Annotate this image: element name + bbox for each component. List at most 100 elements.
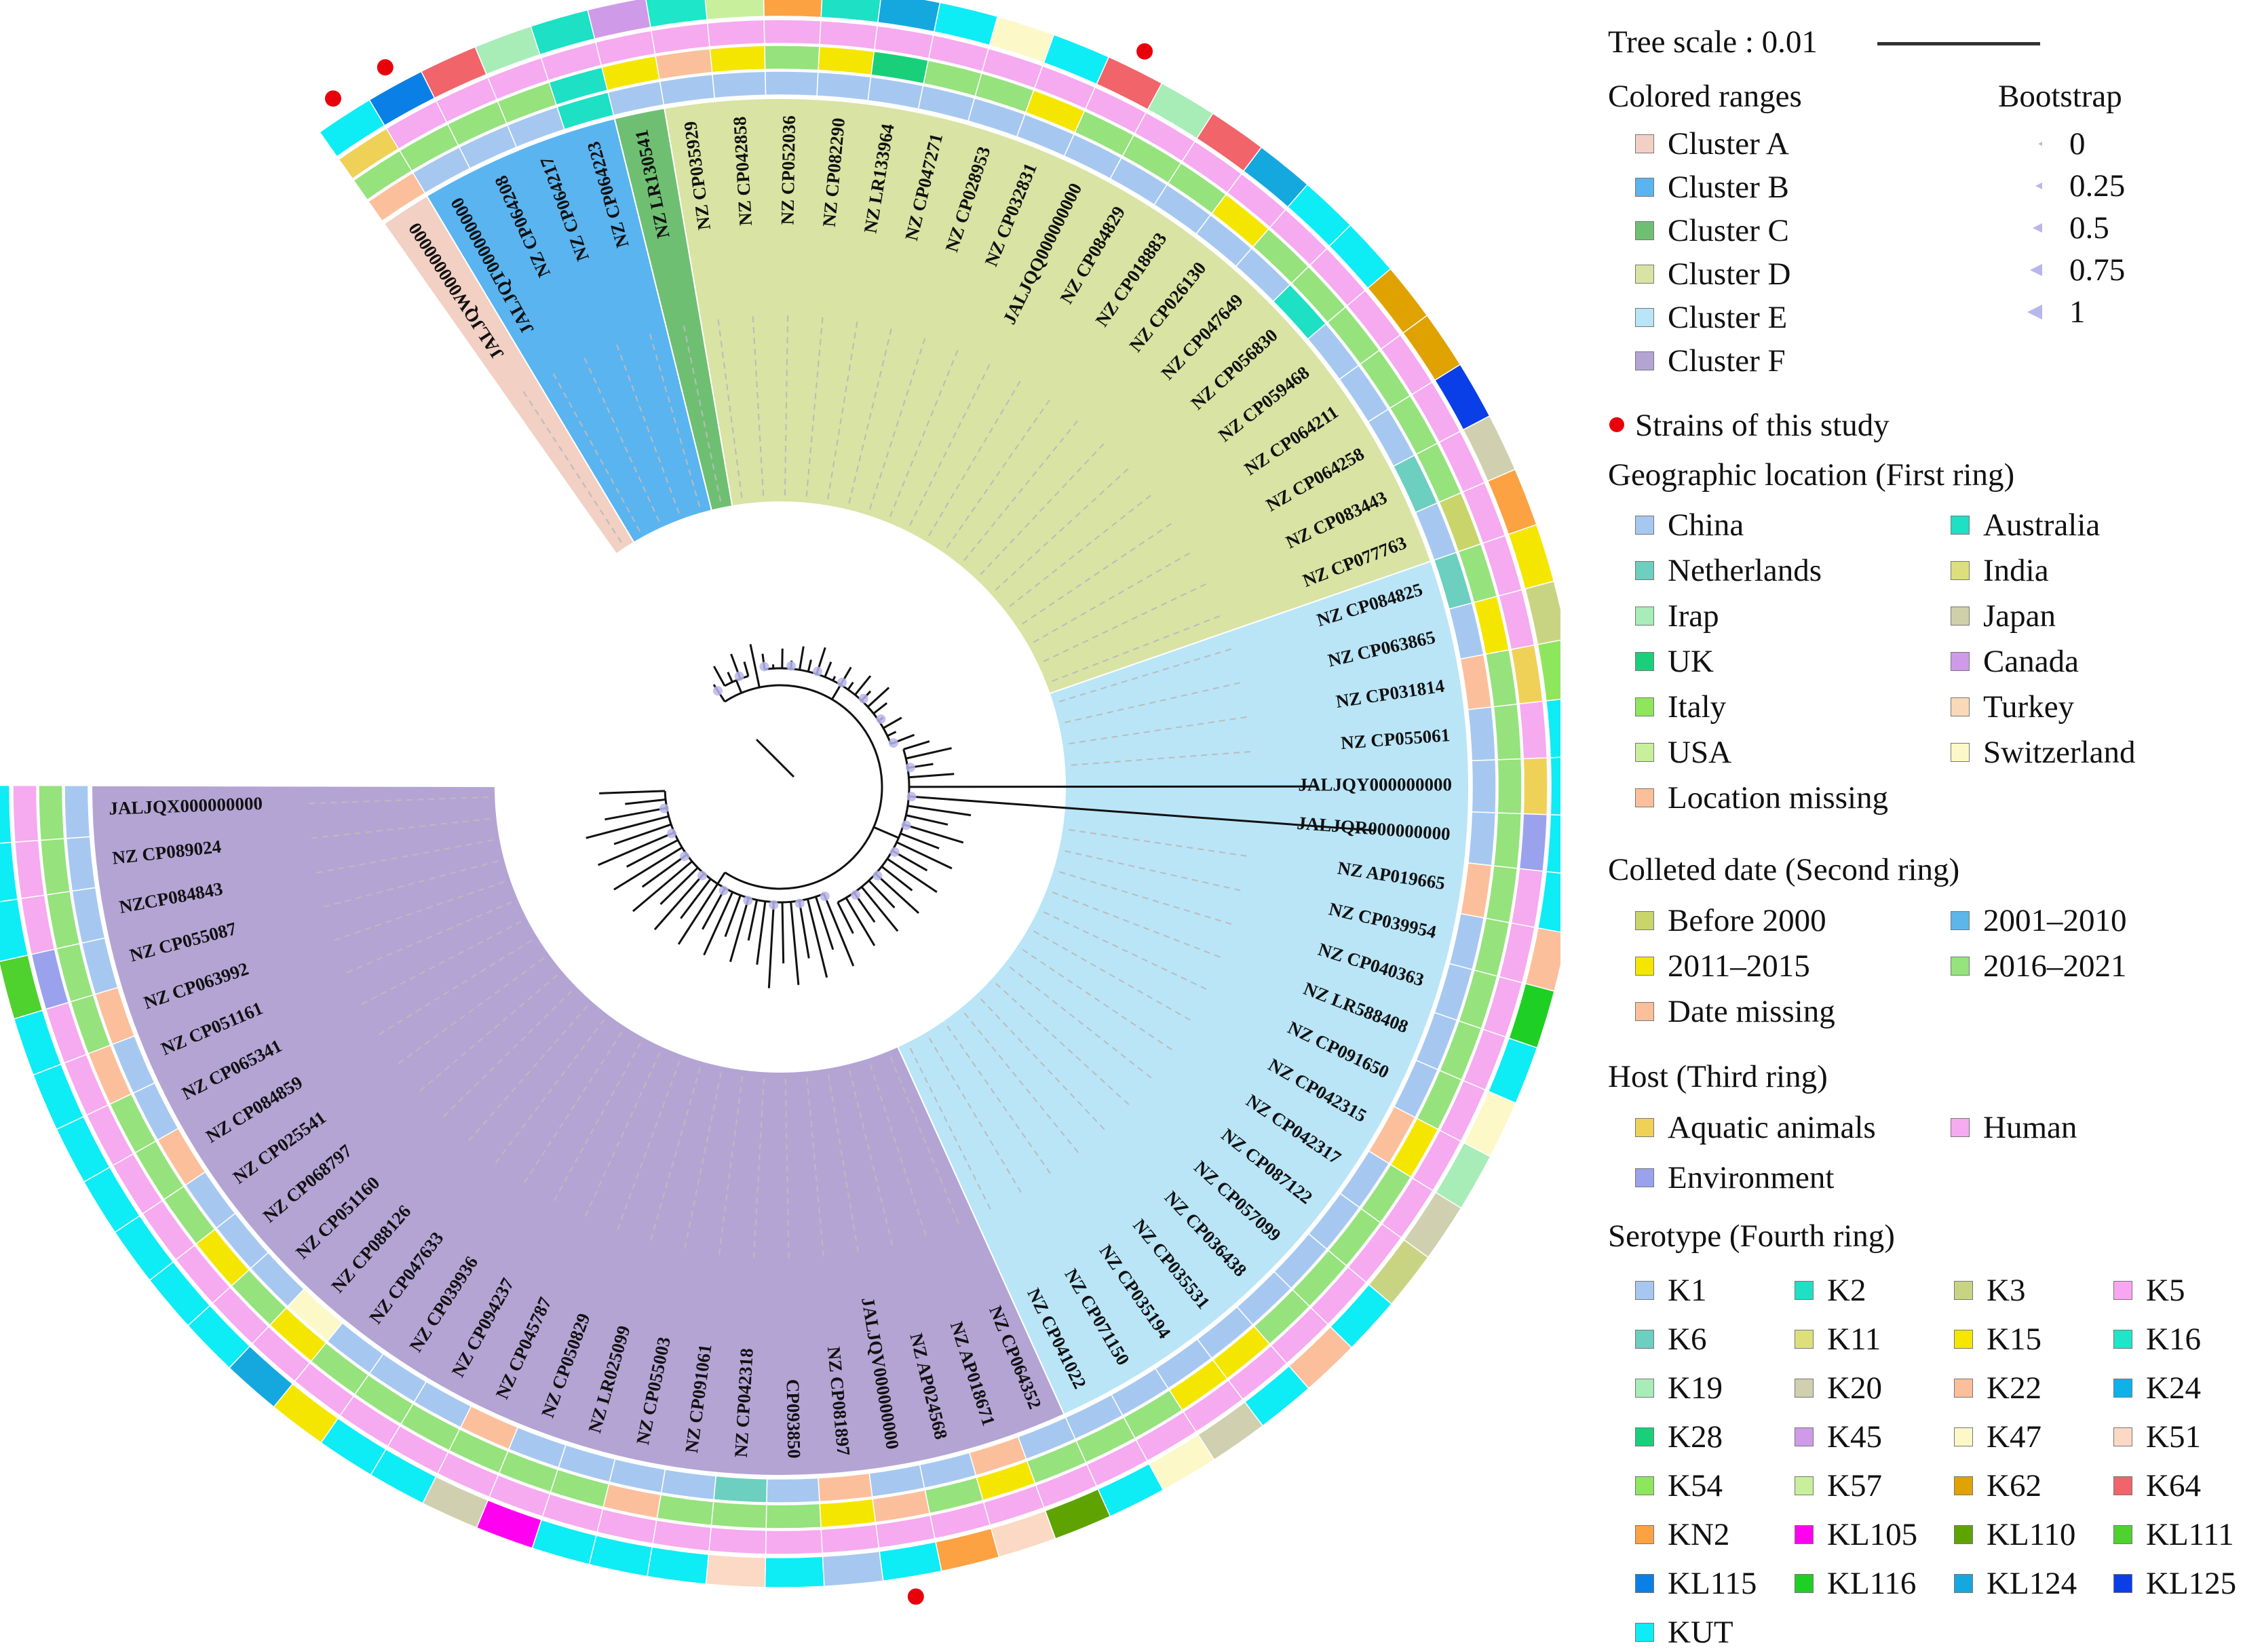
legend-label: KL125 bbox=[2146, 1566, 2237, 1601]
branch bbox=[860, 886, 899, 932]
ring-cell-serotype bbox=[645, 0, 708, 28]
legend-title-serotype: Serotype (Fourth ring) bbox=[1608, 1218, 1895, 1254]
legend-label: Japan bbox=[1983, 598, 2056, 634]
bootstrap-marker-icon bbox=[2035, 183, 2042, 189]
legend-title-geographic: Geographic location (First ring) bbox=[1608, 457, 2015, 493]
branch bbox=[713, 666, 726, 687]
legend-label: K54 bbox=[1668, 1468, 1723, 1503]
ring-cell-geographic bbox=[65, 836, 96, 892]
ring-cell-date bbox=[38, 784, 65, 841]
branch bbox=[598, 831, 675, 866]
guide-line bbox=[522, 1031, 623, 1187]
guide-line bbox=[980, 998, 1107, 1133]
legend-label: KL105 bbox=[1827, 1517, 1918, 1552]
legend-swatch bbox=[1951, 516, 1970, 535]
guide-line bbox=[1058, 647, 1235, 703]
branch bbox=[903, 823, 964, 844]
branch bbox=[896, 841, 953, 870]
bootstrap-marker bbox=[837, 677, 847, 687]
legend-label: K62 bbox=[1987, 1468, 2041, 1503]
legend-swatch bbox=[1954, 1525, 1973, 1544]
study-strain-icon bbox=[1609, 417, 1624, 432]
ring-cell-host bbox=[1522, 757, 1548, 815]
guide-line bbox=[440, 991, 573, 1120]
legend-swatch bbox=[1635, 1525, 1654, 1544]
branch bbox=[847, 681, 854, 691]
guide-line bbox=[465, 1005, 588, 1145]
legend-swatch bbox=[1951, 911, 1970, 930]
legend-label: 0.5 bbox=[2069, 210, 2109, 246]
branch bbox=[815, 896, 835, 950]
guide-line bbox=[1052, 891, 1224, 959]
ring-cell-geographic bbox=[816, 71, 872, 102]
legend-swatch bbox=[1635, 788, 1654, 807]
legend-swatch bbox=[1635, 652, 1654, 671]
tree-branches bbox=[586, 644, 1376, 988]
guide-line bbox=[1071, 750, 1254, 766]
legend-swatch bbox=[1635, 911, 1654, 930]
legend-swatch bbox=[1635, 265, 1654, 284]
guide-line bbox=[869, 334, 927, 510]
legend-label: 2016–2021 bbox=[1983, 948, 2127, 984]
legend-label: K57 bbox=[1827, 1468, 1882, 1503]
guide-line bbox=[305, 796, 489, 805]
legend-label: Aquatic animals bbox=[1668, 1110, 1876, 1145]
legend-swatch bbox=[1635, 1427, 1654, 1446]
guide-line bbox=[395, 957, 545, 1067]
branch bbox=[832, 676, 837, 681]
cluster-ranges bbox=[90, 98, 1470, 1476]
ring-cell-geographic bbox=[64, 785, 91, 839]
legend-swatch bbox=[1795, 1476, 1814, 1495]
guide-line bbox=[1043, 911, 1210, 991]
legend-label: K3 bbox=[1987, 1273, 2026, 1308]
ring-cell-geographic bbox=[713, 1475, 768, 1503]
legend-label: K28 bbox=[1668, 1419, 1723, 1455]
guide-line bbox=[375, 939, 533, 1037]
branch bbox=[886, 858, 938, 894]
legend-label: KL110 bbox=[1987, 1517, 2076, 1552]
legend-label: K24 bbox=[2146, 1370, 2201, 1406]
bootstrap-marker bbox=[769, 900, 779, 910]
study-strain-dot bbox=[907, 1588, 924, 1605]
branch bbox=[727, 672, 733, 683]
ring-cell-host bbox=[820, 1524, 880, 1554]
legend-label: India bbox=[1983, 553, 2049, 588]
legend-swatch bbox=[1635, 1330, 1654, 1349]
bootstrap-marker bbox=[680, 851, 690, 862]
legend-label: KL115 bbox=[1668, 1566, 1757, 1601]
branch bbox=[845, 897, 876, 946]
branch bbox=[626, 839, 678, 868]
guide-line bbox=[1065, 850, 1244, 892]
ring-cell-serotype bbox=[820, 0, 881, 23]
bootstrap-marker bbox=[659, 803, 669, 813]
ring-cell-geographic bbox=[712, 71, 767, 99]
bootstrap-marker-icon bbox=[2038, 142, 2042, 146]
legend-swatch bbox=[2113, 1525, 2132, 1544]
cluster-range-D bbox=[664, 98, 1432, 695]
legend-swatch bbox=[1635, 178, 1654, 197]
legend-label: Cluster E bbox=[1668, 300, 1788, 335]
guide-line bbox=[963, 417, 1080, 561]
legend-label: Environment bbox=[1668, 1160, 1835, 1195]
branch bbox=[625, 798, 666, 805]
guide-line bbox=[927, 377, 1023, 537]
guide-line bbox=[582, 354, 660, 522]
guide-line bbox=[1069, 716, 1250, 745]
guide-line bbox=[718, 1076, 744, 1259]
legend-swatch bbox=[1635, 221, 1654, 240]
bootstrap-marker-icon bbox=[2033, 223, 2042, 233]
guide-line bbox=[552, 1042, 641, 1204]
ring-cell-host bbox=[708, 1526, 767, 1555]
bootstrap-marker bbox=[901, 820, 911, 830]
legend-swatch bbox=[1635, 351, 1654, 370]
ring-cell-serotype bbox=[0, 841, 18, 902]
branch bbox=[908, 795, 1376, 832]
branch bbox=[790, 902, 800, 985]
ring-cell-date bbox=[1497, 758, 1522, 815]
guide-line bbox=[995, 465, 1132, 591]
legend-swatch bbox=[2113, 1574, 2132, 1593]
branch bbox=[875, 872, 920, 914]
legend-label: K20 bbox=[1827, 1370, 1882, 1406]
ring-cell-geographic bbox=[1467, 706, 1497, 762]
branch bbox=[632, 860, 693, 913]
